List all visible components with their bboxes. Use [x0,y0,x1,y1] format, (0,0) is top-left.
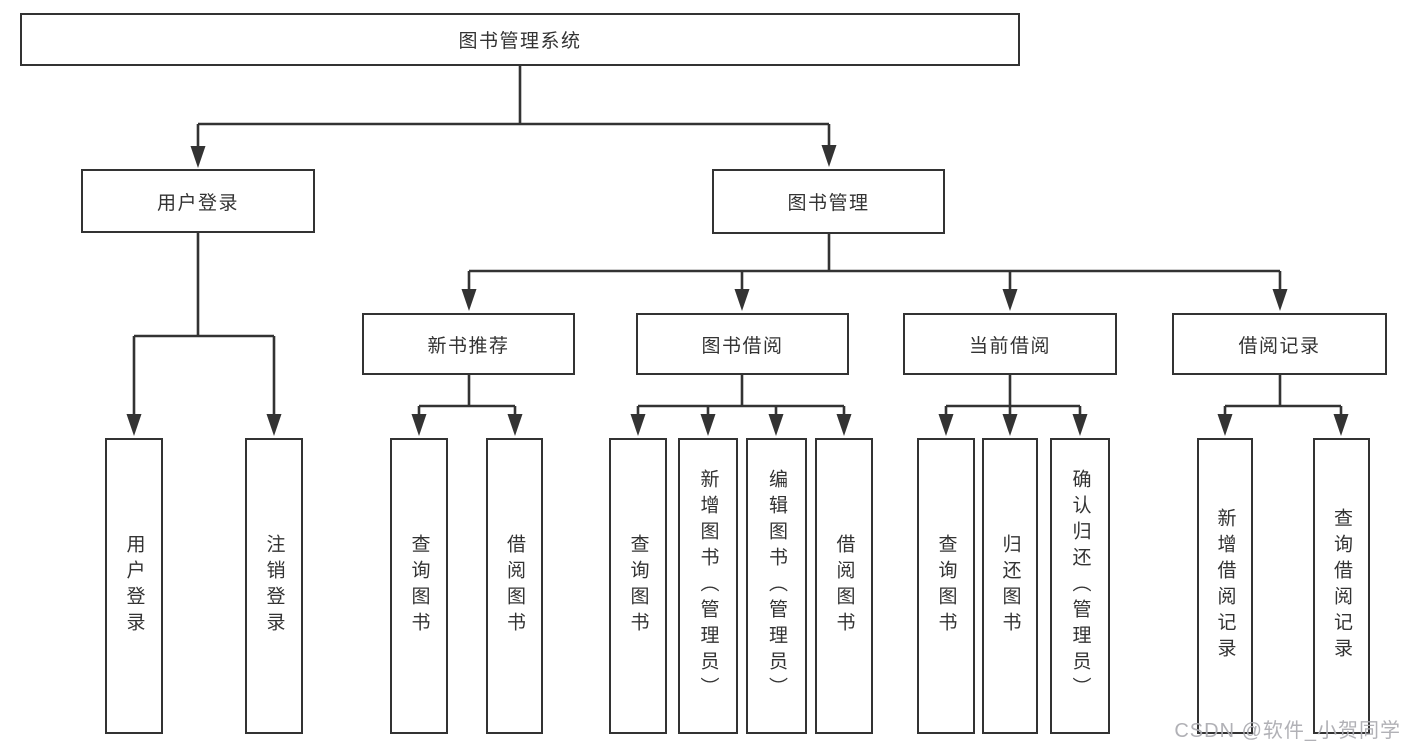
leaf-bb-query-book-label: 查询图书 [627,534,649,638]
connector-path [134,66,1341,408]
arrowhead [411,414,427,436]
arrowhead [700,414,716,436]
arrowhead [734,289,750,311]
node-book-borrow-label: 图书借阅 [701,335,784,357]
node-user-login-label: 用户登录 [156,192,239,214]
arrowhead [126,414,142,436]
arrowhead [1272,289,1288,311]
arrow-stems [132,124,1343,420]
leaf-logout-label: 注销登录 [263,534,285,638]
arrowhead [1217,414,1233,436]
leaf-bb-query-book: 查询图书 [609,438,667,734]
leaf-bb-edit-book-admin-label: 编辑图书（管理员） [766,469,787,703]
leaf-br-add-record: 新增借阅记录 [1197,438,1253,734]
node-book-borrow: 图书借阅 [636,313,849,375]
node-current-borrow-label: 当前借阅 [968,335,1051,357]
leaf-br-add-record-label: 新增借阅记录 [1214,508,1236,664]
leaf-cb-return-book: 归还图书 [982,438,1038,734]
leaf-bb-edit-book-admin: 编辑图书（管理员） [746,438,807,734]
leaf-cb-query-book: 查询图书 [917,438,975,734]
node-book-management-label: 图书管理 [787,193,870,214]
node-user-login: 用户登录 [81,169,315,233]
node-library-system: 图书管理系统 [20,13,1020,66]
arrowhead [630,414,646,436]
watermark: CSDN @软件_小贺同学 [1174,720,1401,742]
arrowhead [836,414,852,436]
leaf-cb-return-book-label: 归还图书 [999,534,1021,638]
arrowhead [768,414,784,436]
arrowhead [938,414,954,436]
arrowhead [1002,289,1018,311]
arrowhead [1333,414,1349,436]
node-borrow-record-label: 借阅记录 [1238,335,1321,357]
node-new-book-recommend: 新书推荐 [362,313,575,375]
node-current-borrow: 当前借阅 [903,313,1117,375]
arrowhead [821,145,837,167]
leaf-bb-add-book-admin: 新增图书（管理员） [678,438,738,734]
leaf-nb-query-book: 查询图书 [390,438,448,734]
leaf-cb-confirm-return-admin: 确认归还（管理员） [1050,438,1110,734]
leaf-br-query-record-label: 查询借阅记录 [1331,508,1352,664]
node-library-system-label: 图书管理系统 [458,31,582,52]
leaf-br-query-record: 查询借阅记录 [1313,438,1370,734]
leaf-cb-query-book-label: 查询图书 [935,534,957,638]
leaf-nb-query-book-label: 查询图书 [408,534,430,638]
arrowhead [461,289,477,311]
node-book-management: 图书管理 [712,169,945,234]
leaf-bb-add-book-admin-label: 新增图书（管理员） [697,469,719,703]
leaf-bb-borrow-book: 借阅图书 [815,438,873,734]
arrowhead [190,146,206,168]
arrowhead [1072,414,1088,436]
arrowhead [1002,414,1018,436]
arrowhead [266,414,282,436]
node-new-book-recommend-label: 新书推荐 [427,335,510,357]
leaf-nb-borrow-book: 借阅图书 [486,438,543,734]
arrowhead [507,414,523,436]
leaf-user-login: 用户登录 [105,438,163,734]
node-borrow-record: 借阅记录 [1172,313,1387,375]
leaf-bb-borrow-book-label: 借阅图书 [833,534,855,638]
leaf-user-login-label: 用户登录 [123,534,145,638]
leaf-nb-borrow-book-label: 借阅图书 [504,534,525,638]
leaf-logout: 注销登录 [245,438,303,734]
leaf-cb-confirm-return-admin-label: 确认归还（管理员） [1069,469,1091,703]
